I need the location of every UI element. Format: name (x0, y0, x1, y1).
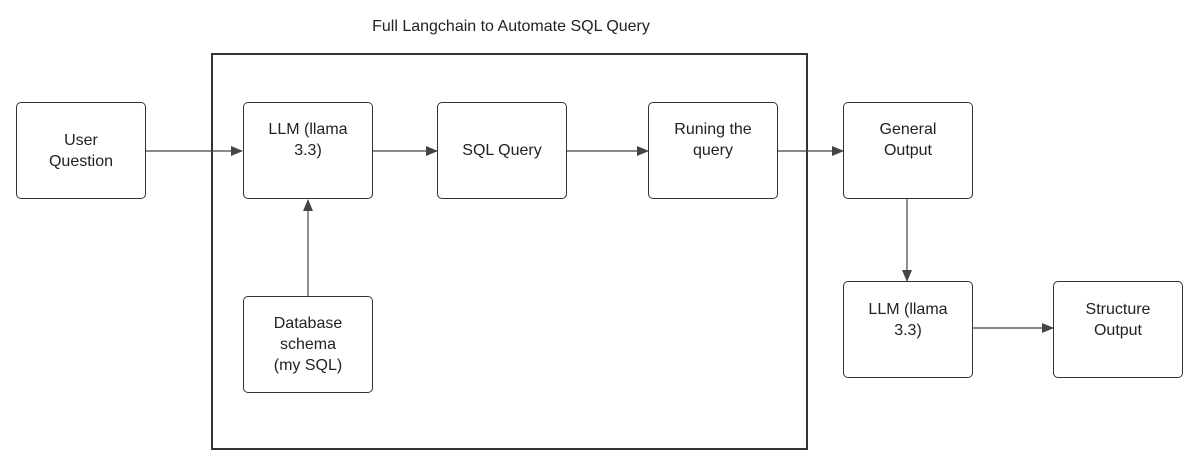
node-database-schema-label: Database schema (my SQL) (273, 315, 343, 374)
node-llm-llama-first: LLM (llama 3.3) (243, 102, 373, 199)
node-sql-query-label: SQL Query (462, 142, 542, 159)
node-structure-output: Structure Output (1053, 281, 1183, 378)
langchain-container-frame (211, 53, 808, 450)
node-llm-llama-second-label: LLM (llama 3.3) (868, 300, 948, 339)
node-general-output-label: General Output (879, 120, 937, 159)
node-general-output: General Output (843, 102, 973, 199)
node-sql-query: SQL Query (437, 102, 567, 199)
node-llm-llama-second: LLM (llama 3.3) (843, 281, 973, 378)
node-running-query-label: Runing the query (674, 120, 752, 159)
node-llm-llama-first-label: LLM (llama 3.3) (268, 120, 348, 159)
node-user-question-label: User Question (48, 131, 114, 170)
node-running-query: Runing the query (648, 102, 778, 199)
node-structure-output-label: Structure Output (1085, 300, 1151, 339)
node-user-question: User Question (16, 102, 146, 199)
diagram-title: Full Langchain to Automate SQL Query (372, 18, 650, 35)
node-database-schema: Database schema (my SQL) (243, 296, 373, 393)
